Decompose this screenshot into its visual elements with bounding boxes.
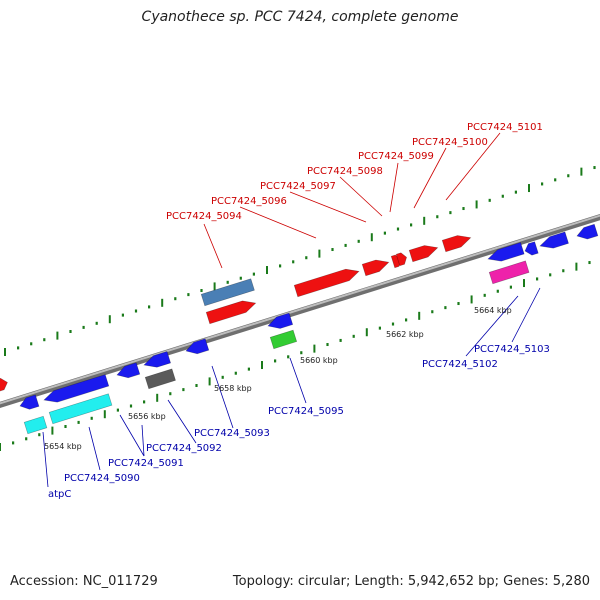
gene-arrow [116,362,141,379]
gene-label: PCC7424_5094 [166,211,242,222]
gene-label: PCC7424_5092 [146,443,222,454]
gene-label: PCC7424_5100 [412,137,488,148]
leader-line [211,365,234,429]
gene-label: atpC [48,489,71,500]
gene-label: PCC7424_5090 [64,473,140,484]
gene-label: PCC7424_5095 [268,406,344,417]
gene-label: PCC7424_5093 [194,428,270,439]
leader-line [289,357,307,404]
leader-line [445,132,501,201]
tick-label: 5664 kbp [474,306,512,315]
leader-line [88,426,101,471]
gene-features [0,223,599,435]
gene-label: PCC7424_5103 [474,344,550,355]
tick-label: 5656 kbp [128,412,166,421]
gene-arrow [441,235,472,253]
gene-label: PCC7424_5102 [422,359,498,370]
leader-line [239,206,317,239]
leader-line [119,414,145,457]
gene-arrow [205,300,257,325]
gene-arrow [539,231,569,249]
label-leader-lines [42,132,541,488]
leader-line [339,176,383,217]
gene-label: PCC7424_5098 [307,166,383,177]
gene-labels: PCC7424_5094PCC7424_5096PCC7424_5097PCC7… [48,122,550,500]
gene-label: PCC7424_5091 [108,458,184,469]
top-tick-track [4,166,596,356]
gene-arrow [143,351,171,368]
tick-label: 5662 kbp [386,330,424,339]
page-title: Cyanothece sp. PCC 7424, complete genome [141,9,459,25]
gene-feature [269,329,298,350]
gene-label: PCC7424_5099 [358,151,434,162]
leader-line [389,162,399,213]
tick-label: 5658 kbp [214,384,252,393]
gene-label: PCC7424_5096 [211,196,287,207]
leader-line [511,287,541,343]
gene-arrow [487,242,525,262]
leader-line [141,424,145,457]
leader-line [465,295,519,357]
gene-arrow [293,268,360,298]
gene-arrow [267,312,294,329]
gene-arrow [576,223,599,240]
gene-arrow [0,377,8,393]
leader-line [42,431,49,488]
leader-line [289,191,367,223]
gene-feature [48,393,113,425]
gene-label: PCC7424_5097 [260,181,336,192]
accession-text: Accession: NC_011729 [10,574,158,589]
genome-summary-text: Topology: circular; Length: 5,942,652 bp… [232,574,590,589]
leader-line [167,399,197,444]
leader-line [203,223,223,269]
gene-feature [488,260,530,285]
gene-arrow [43,374,110,403]
rna-feature [200,278,255,307]
tick-label: 5660 kbp [300,356,338,365]
gene-arrow [408,245,439,263]
gene-label: PCC7424_5101 [467,122,543,133]
gene-feature [144,368,176,390]
genome-backbone [0,213,600,409]
tick-label: 5654 kbp [44,442,82,451]
gene-arrow [524,241,539,256]
gene-arrow [395,252,407,267]
tick-labels: 5654 kbp 5656 kbp 5658 kbp 5660 kbp 5662 kbp… [44,306,512,451]
gene-arrow [361,259,390,277]
gene-arrow [185,338,210,355]
gene-arrow [19,394,40,410]
leader-line [413,147,447,209]
bottom-tick-track [0,261,591,451]
gene-feature [23,415,48,435]
